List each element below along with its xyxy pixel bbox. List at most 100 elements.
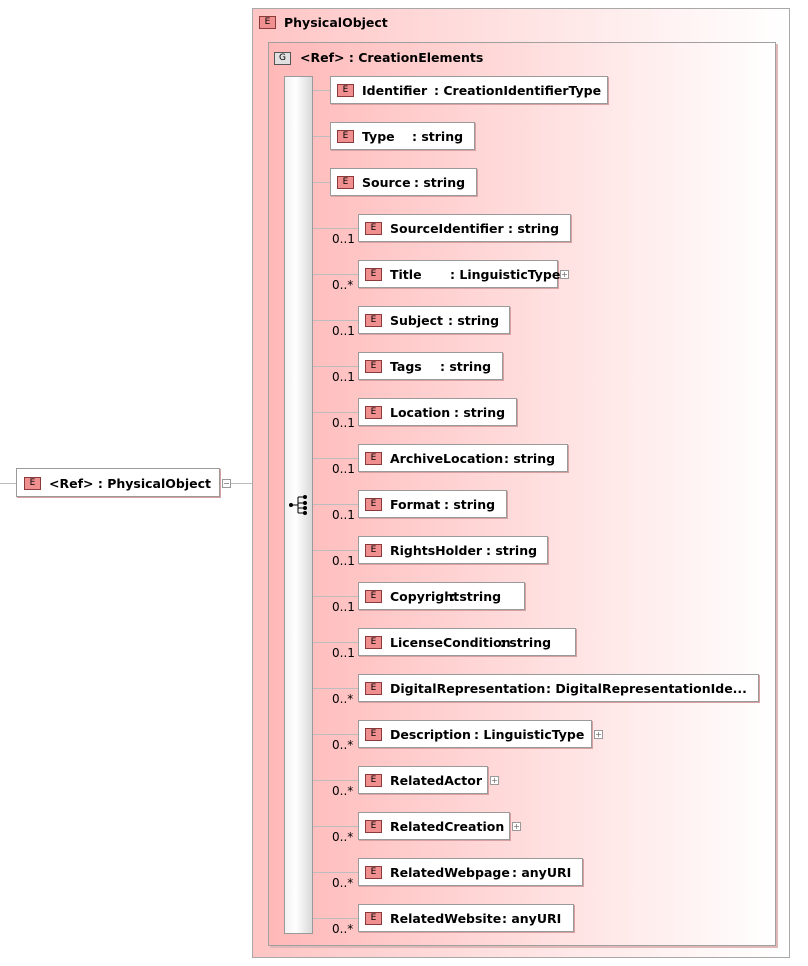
cardinality-label: 0..1	[332, 646, 355, 660]
child-connector-line	[313, 458, 358, 459]
element-badge-icon: E	[365, 498, 382, 511]
child-element-format[interactable]: E Format: string	[358, 490, 507, 518]
element-badge-icon: E	[337, 84, 354, 97]
child-type: : LinguisticType	[474, 727, 585, 742]
child-name: SourceIdentifier	[390, 221, 504, 236]
expand-toggle-icon[interactable]: +	[560, 270, 569, 279]
child-type: : string	[448, 313, 500, 328]
element-badge-icon: E	[365, 360, 382, 373]
child-type: : string	[412, 129, 464, 144]
child-element-relatedwebsite[interactable]: E RelatedWebsite: anyURI	[358, 904, 574, 932]
element-badge-icon: E	[365, 774, 382, 787]
child-type: : string	[504, 451, 556, 466]
child-element-description[interactable]: E Description: LinguisticType	[358, 720, 592, 748]
child-name: Subject	[390, 313, 443, 328]
child-name: RelatedWebpage	[390, 865, 510, 880]
child-type: : string	[454, 405, 506, 420]
ref-name: : PhysicalObject	[97, 476, 211, 491]
child-name: RightsHolder	[390, 543, 483, 558]
child-name: ArchiveLocation	[390, 451, 504, 466]
element-badge-icon: E	[365, 544, 382, 557]
child-type: : string	[440, 359, 492, 374]
cardinality-label: 0..1	[332, 508, 355, 522]
group-badge-icon: G	[274, 52, 291, 65]
element-badge-icon: E	[365, 728, 382, 741]
element-badge-icon: E	[365, 866, 382, 879]
child-type: : string	[444, 497, 496, 512]
child-connector-line	[313, 826, 358, 827]
child-connector-line	[313, 136, 330, 137]
cardinality-label: 0..*	[332, 922, 354, 936]
child-connector-line	[313, 320, 358, 321]
child-type: : string	[508, 221, 560, 236]
child-type: : anyURI	[512, 865, 572, 880]
child-connector-line	[313, 642, 358, 643]
child-type: : string	[500, 635, 552, 650]
child-connector-line	[313, 734, 358, 735]
cardinality-label: 0..1	[332, 600, 355, 614]
ref-label: <Ref>	[49, 476, 94, 491]
child-name: Tags	[390, 359, 422, 374]
child-element-sourceidentifier[interactable]: E SourceIdentifier : string	[358, 214, 571, 242]
expand-toggle-icon[interactable]: +	[512, 822, 521, 831]
child-connector-line	[313, 688, 358, 689]
child-name: Description	[390, 727, 471, 742]
cardinality-label: 0..*	[332, 278, 354, 292]
element-badge-icon: E	[24, 477, 41, 490]
expand-toggle-icon[interactable]: +	[490, 776, 499, 785]
child-type: : LinguisticType	[450, 267, 561, 282]
cardinality-label: 0..1	[332, 324, 355, 338]
child-element-archivelocation[interactable]: E ArchiveLocation: string	[358, 444, 568, 472]
child-name: RelatedActor	[390, 773, 483, 788]
child-name: Copyright	[390, 589, 460, 604]
child-connector-line	[313, 596, 358, 597]
element-name: PhysicalObject	[284, 15, 388, 30]
child-name: RelatedCreation	[390, 819, 505, 834]
cardinality-label: 0..*	[332, 738, 354, 752]
collapse-toggle-icon[interactable]: −	[222, 479, 231, 488]
element-badge-icon: E	[337, 130, 354, 143]
child-connector-line	[313, 274, 358, 275]
cardinality-label: 0..1	[332, 416, 355, 430]
child-element-licensecondition[interactable]: E LicenseCondition: string	[358, 628, 576, 656]
child-connector-line	[313, 228, 358, 229]
element-badge-icon: E	[365, 590, 382, 603]
element-badge-icon: E	[259, 16, 276, 29]
child-connector-line	[313, 366, 358, 367]
child-element-relatedwebpage[interactable]: E RelatedWebpage: anyURI	[358, 858, 583, 886]
element-badge-icon: E	[365, 222, 382, 235]
expand-toggle-icon[interactable]: +	[594, 730, 603, 739]
element-badge-icon: E	[365, 636, 382, 649]
child-element-tags[interactable]: E Tags : string	[358, 352, 503, 380]
child-name: Source	[362, 175, 411, 190]
cardinality-label: 0..1	[332, 232, 355, 246]
child-name: Identifier	[362, 83, 428, 98]
element-badge-icon: E	[365, 912, 382, 925]
child-element-relatedactor[interactable]: E RelatedActor	[358, 766, 488, 794]
child-name: LicenseCondition	[390, 635, 511, 650]
ref-physicalobject-node[interactable]: E <Ref> : PhysicalObject	[16, 468, 220, 497]
child-name: Format	[390, 497, 441, 512]
child-element-relatedcreation[interactable]: E RelatedCreation	[358, 812, 510, 840]
child-name: DigitalRepresentation	[390, 681, 546, 696]
element-badge-icon: E	[365, 820, 382, 833]
element-badge-icon: E	[365, 452, 382, 465]
element-badge-icon: E	[365, 268, 382, 281]
child-type: : anyURI	[502, 911, 562, 926]
child-connector-line	[313, 550, 358, 551]
child-name: RelatedWebsite	[390, 911, 502, 926]
cardinality-label: 0..1	[332, 370, 355, 384]
child-connector-line	[313, 872, 358, 873]
child-type: : string	[414, 175, 466, 190]
element-badge-icon: E	[365, 406, 382, 419]
child-type: : DigitalRepresentationIde...	[546, 681, 747, 696]
